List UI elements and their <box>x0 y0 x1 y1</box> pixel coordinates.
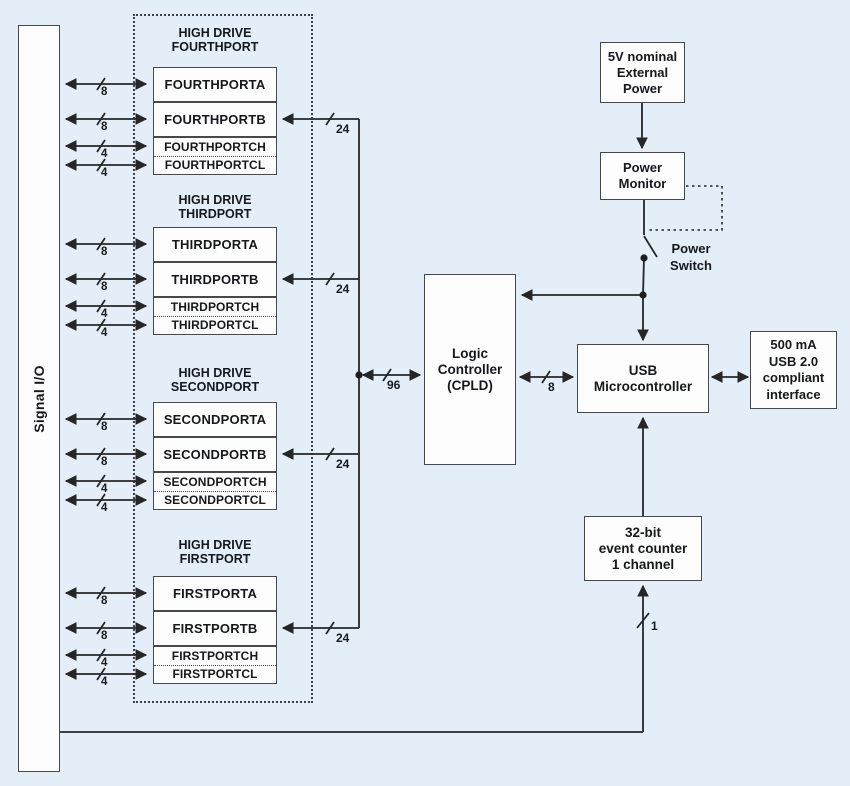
port-group-title: HIGH DRIVE THIRDPORT <box>178 193 252 221</box>
bus-width-label: 4 <box>101 148 108 160</box>
signal-io-bar: Signal I/O <box>18 25 60 772</box>
port-box-half: FOURTHPORTCL <box>164 158 266 173</box>
external-power-label: 5V nominal External Power <box>607 48 678 96</box>
bus-width-label: 4 <box>101 167 108 179</box>
port-group-title: HIGH DRIVE FIRSTPORT <box>178 538 252 566</box>
usb-interface-label: 500 mA USB 2.0 compliant interface <box>762 337 825 402</box>
bus-width-label: 8 <box>101 281 108 293</box>
port-box-half: SECONDPORTCH <box>154 473 276 492</box>
usb-microcontroller-label: USB Microcontroller <box>593 362 693 394</box>
bus-width-label: 96 <box>387 378 401 392</box>
power-monitor-box: Power Monitor <box>600 152 685 200</box>
high-drive-ports-dotted-frame <box>133 14 313 703</box>
signal-io-label: Signal I/O <box>31 364 48 433</box>
bus-width-label: 8 <box>101 86 108 98</box>
port-box-split: FIRSTPORTCH FIRSTPORTCL <box>153 646 277 684</box>
port-group-title: HIGH DRIVE SECONDPORT <box>170 366 260 394</box>
port-box: FOURTHPORTB <box>153 102 277 137</box>
port-box: FOURTHPORTA <box>153 67 277 102</box>
bus-width-label: 8 <box>101 421 108 433</box>
port-box: THIRDPORTB <box>153 262 277 297</box>
bus-width-label: 8 <box>101 121 108 133</box>
port-box-half: SECONDPORTCL <box>164 493 266 508</box>
bus-width-label: 24 <box>336 457 350 471</box>
port-box-half: FIRSTPORTCL <box>172 667 258 682</box>
port-box: FIRSTPORTA <box>153 576 277 611</box>
usb-interface-box: 500 mA USB 2.0 compliant interface <box>750 331 837 409</box>
event-counter-box: 32-bit event counter 1 channel <box>584 516 702 581</box>
bus-width-label: 24 <box>336 631 350 645</box>
bus-width-label: 8 <box>101 595 108 607</box>
external-power-box: 5V nominal External Power <box>600 42 685 103</box>
port-box-half: FIRSTPORTCH <box>154 647 276 666</box>
bus-width-label: 8 <box>548 380 555 394</box>
bus-width-label: 4 <box>101 308 108 320</box>
port-box-half: FOURTHPORTCH <box>154 138 276 157</box>
power-switch-blade <box>643 235 658 258</box>
port-box: SECONDPORTA <box>153 402 277 437</box>
port-box: FIRSTPORTB <box>153 611 277 646</box>
port-box-split: SECONDPORTCH SECONDPORTCL <box>153 472 277 510</box>
port-box-split: THIRDPORTCH THIRDPORTCL <box>153 297 277 335</box>
bus-width-label: 24 <box>336 282 350 296</box>
bus-width-label: 1 <box>651 619 658 633</box>
bus-width-label: 4 <box>101 483 108 495</box>
port-bus-trunk <box>358 119 422 628</box>
port-box-half: THIRDPORTCL <box>171 318 259 333</box>
bus-width-label: 8 <box>101 456 108 468</box>
logic-controller-box: Logic Controller (CPLD) <box>424 274 516 465</box>
bus-width-label: 4 <box>101 657 108 669</box>
power-chain <box>520 103 723 342</box>
bus-width-label: 8 <box>101 246 108 258</box>
bus-width-label: 8 <box>101 630 108 642</box>
port-box-split: FOURTHPORTCH FOURTHPORTCL <box>153 137 277 175</box>
power-monitor-label: Power Monitor <box>618 160 667 191</box>
logic-controller-label: Logic Controller (CPLD) <box>437 345 503 393</box>
port-box-half: THIRDPORTCH <box>154 298 276 317</box>
bus-width-label: 24 <box>336 122 350 136</box>
bus-width-label: 4 <box>101 676 108 688</box>
bus-width-label: 4 <box>101 502 108 514</box>
bus-width-label: 4 <box>101 327 108 339</box>
port-box: THIRDPORTA <box>153 227 277 262</box>
cpld-usb-bus <box>518 370 575 384</box>
port-group-title: HIGH DRIVE FOURTHPORT <box>171 26 259 54</box>
usb-microcontroller-box: USB Microcontroller <box>577 344 709 413</box>
event-counter-label: 32-bit event counter 1 channel <box>598 524 688 572</box>
power-switch-label: Power Switch <box>670 241 712 273</box>
port-box: SECONDPORTB <box>153 437 277 472</box>
